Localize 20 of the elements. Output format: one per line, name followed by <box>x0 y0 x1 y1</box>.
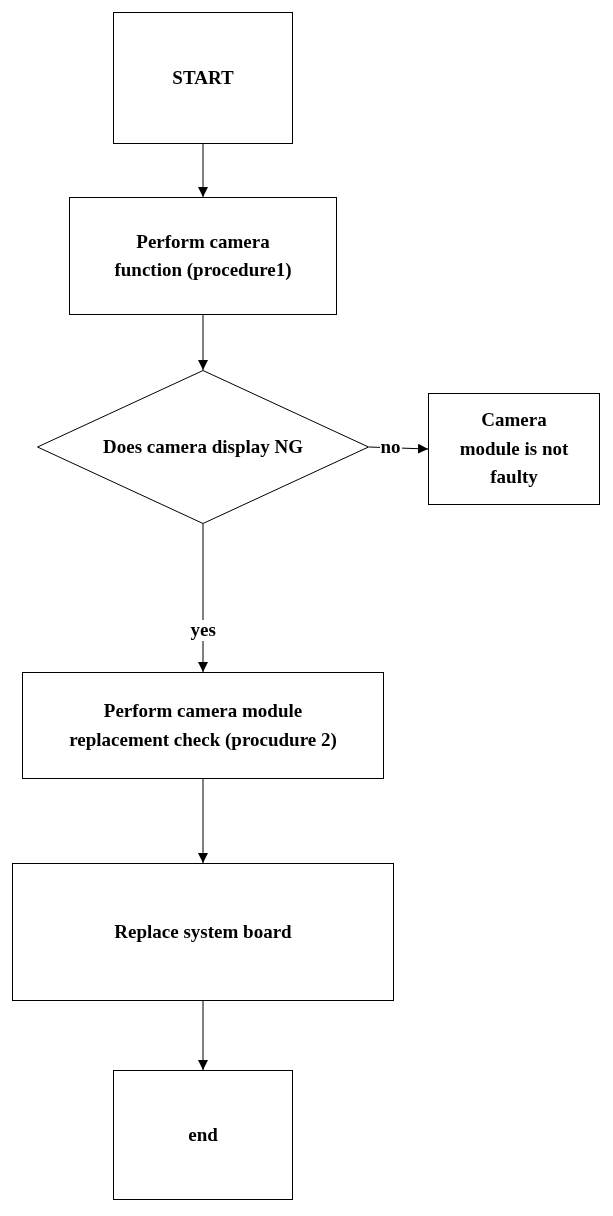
node-label: Perform camera function (procedure1) <box>113 229 293 282</box>
process-box <box>22 672 384 779</box>
process-box <box>428 393 600 505</box>
arrow <box>198 143 208 198</box>
process-box <box>113 1070 293 1200</box>
node-label: Perform camera module replacement check (procudure 2) <box>68 699 338 752</box>
edge-label: yes <box>189 620 217 641</box>
arrow <box>198 1000 208 1071</box>
arrow <box>198 314 208 371</box>
process-box <box>113 12 293 144</box>
arrow <box>198 523 208 673</box>
arrow <box>198 778 208 864</box>
decision-diamond <box>37 370 369 524</box>
process-box <box>12 863 394 1001</box>
process-box <box>69 197 337 315</box>
node-label: START <box>172 65 234 90</box>
node-label: Does camera display NG <box>103 434 303 459</box>
node-label: end <box>188 1122 218 1147</box>
node-label: Camera module is not faulty <box>458 408 570 490</box>
node-label: Replace system board <box>114 919 292 944</box>
